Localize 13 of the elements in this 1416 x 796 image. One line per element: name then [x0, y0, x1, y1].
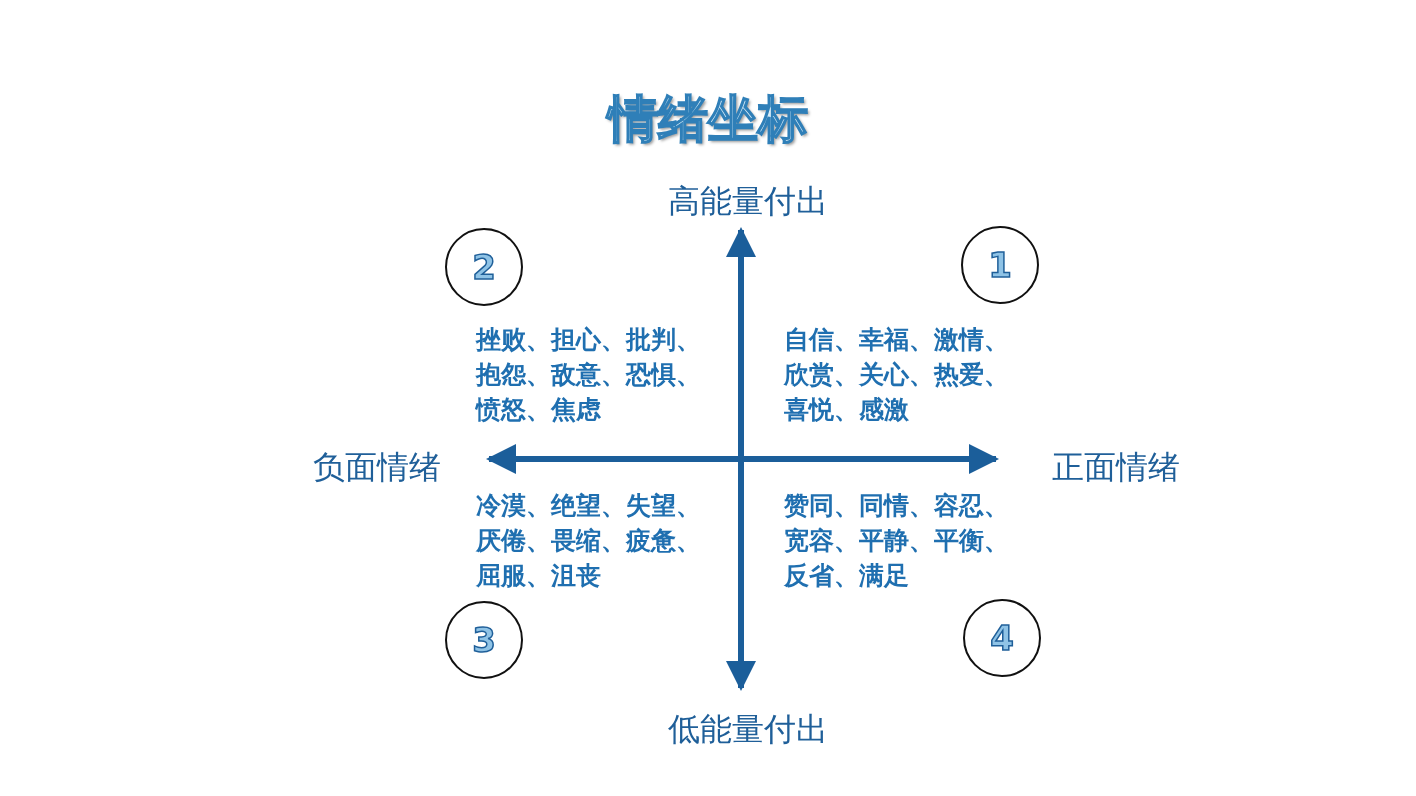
- quadrant-number: 2: [472, 247, 496, 287]
- axis-label: 正面情绪: [1052, 447, 1180, 488]
- axis-label: 高能量付出: [668, 181, 828, 222]
- quadrant-number: 3: [472, 620, 496, 660]
- emotion-list: 赞同、同情、容忍、宽容、平静、平衡、反省、满足: [784, 488, 1017, 593]
- emotion-list: 挫败、担心、批判、抱怨、敌意、恐惧、愤怒、焦虑: [476, 322, 709, 427]
- title: 情绪坐标: [605, 88, 809, 150]
- quadrant-number: 4: [990, 618, 1014, 658]
- emotion-list: 自信、幸福、激情、欣赏、关心、热爱、喜悦、感激: [784, 322, 1017, 427]
- emotion-list: 冷漠、绝望、失望、厌倦、畏缩、疲惫、屈服、沮丧: [476, 488, 709, 593]
- quadrant-number: 1: [988, 245, 1012, 285]
- axis-label: 负面情绪: [313, 447, 441, 488]
- axis-label: 低能量付出: [668, 709, 828, 750]
